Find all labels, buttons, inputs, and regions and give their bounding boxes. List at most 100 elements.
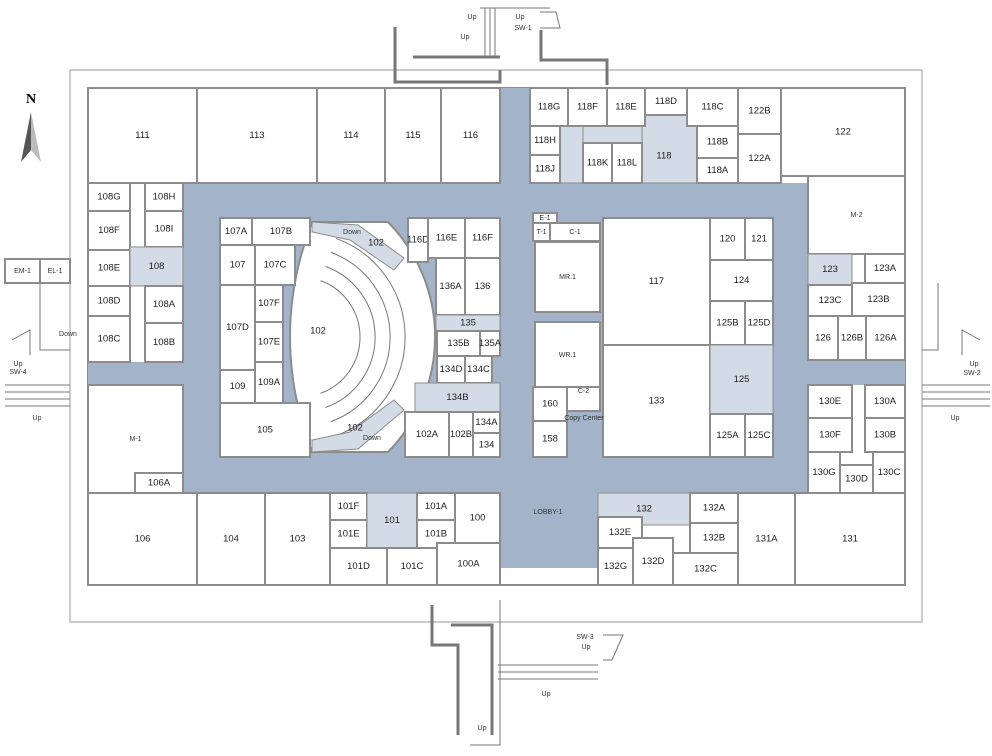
stair-sw1: SW-1 Up Up Up <box>393 7 609 85</box>
stair-sw4: SW-4 Up Up Down <box>5 283 77 422</box>
room-123b[interactable] <box>851 282 906 317</box>
room-label-132b: 132B <box>703 533 725 544</box>
room-label-108a: 108A <box>153 299 176 310</box>
room-136[interactable] <box>464 257 501 316</box>
room-108a[interactable] <box>144 285 184 324</box>
room-label-e-1: E-1 <box>540 215 551 222</box>
room-133[interactable] <box>602 344 711 458</box>
room-118l[interactable] <box>611 142 643 184</box>
room-el-1[interactable] <box>39 258 71 284</box>
stair-sw3: SW-3 Up Up Up <box>430 600 624 746</box>
room-102a[interactable] <box>404 411 450 458</box>
room-131[interactable] <box>794 492 906 586</box>
room-122[interactable] <box>780 87 906 177</box>
room-108h[interactable] <box>144 182 184 212</box>
room-105[interactable] <box>219 402 311 458</box>
room-107e[interactable] <box>254 321 284 363</box>
room-108c[interactable] <box>87 315 131 363</box>
room-label-160: 160 <box>542 399 558 410</box>
room-122a[interactable] <box>737 133 782 184</box>
room-label-113: 113 <box>249 130 264 141</box>
room-label-134a: 134A <box>475 417 498 428</box>
up-label: Up <box>461 34 470 41</box>
room-label-101e: 101E <box>337 529 359 540</box>
room-126[interactable] <box>807 315 839 361</box>
room-132g[interactable] <box>597 547 634 586</box>
room-120[interactable] <box>709 217 746 261</box>
room-label-130d: 130D <box>845 474 868 485</box>
room-c-2[interactable] <box>566 386 601 412</box>
room-134b[interactable] <box>414 382 501 413</box>
room-label-118l: 118L <box>617 158 637 169</box>
room-108[interactable] <box>129 246 184 287</box>
room-158[interactable] <box>532 420 568 458</box>
room-132b[interactable] <box>689 522 739 554</box>
stair-label-102-top: 102 <box>368 238 384 249</box>
room-101c[interactable] <box>386 547 438 586</box>
room-131a[interactable] <box>737 492 796 586</box>
room-118d[interactable] <box>644 87 688 116</box>
room-101d[interactable] <box>329 547 388 586</box>
room-wr-1[interactable] <box>534 321 601 389</box>
room-118j[interactable] <box>529 154 561 184</box>
room-109a[interactable] <box>254 361 284 404</box>
room-135b[interactable] <box>436 330 481 357</box>
room-125[interactable] <box>709 344 774 415</box>
room-label-118f: 118F <box>577 102 598 113</box>
room-134[interactable] <box>472 432 501 458</box>
room-136a[interactable] <box>435 257 466 316</box>
room-130f[interactable] <box>807 417 853 453</box>
room-label-107a: 107A <box>225 226 248 237</box>
room-label-125d: 125D <box>748 318 771 329</box>
room-125c[interactable] <box>744 413 774 458</box>
room-130e[interactable] <box>807 384 853 419</box>
room-123c[interactable] <box>807 284 853 317</box>
room-label-118j: 118J <box>535 164 555 175</box>
down-label: Down <box>343 229 361 236</box>
room-label-101c: 101C <box>401 561 424 572</box>
room-130a[interactable] <box>864 384 906 419</box>
room-121[interactable] <box>744 217 774 261</box>
room-label-109a: 109A <box>258 377 281 388</box>
room-107d[interactable] <box>219 284 256 371</box>
room-134c[interactable] <box>464 355 493 384</box>
room-107f[interactable] <box>254 284 284 323</box>
room-103[interactable] <box>264 492 331 586</box>
room-116e[interactable] <box>427 217 466 259</box>
theater-102: 102 102 Down 102 Down <box>289 221 437 453</box>
room-132c[interactable] <box>672 552 739 586</box>
room-124[interactable] <box>709 259 774 302</box>
room-108d[interactable] <box>87 285 131 317</box>
room-label-123c: 123C <box>819 295 842 306</box>
room-125d[interactable] <box>744 300 774 346</box>
room-106[interactable] <box>87 492 198 586</box>
room-118f[interactable] <box>567 87 608 127</box>
room-116f[interactable] <box>464 217 501 259</box>
room-label-108i: 108I <box>155 224 174 235</box>
room-100a[interactable] <box>436 542 501 586</box>
room-118e[interactable] <box>606 87 646 127</box>
room-mr-1[interactable] <box>534 241 601 313</box>
room-label-132a: 132A <box>703 503 726 514</box>
room-114[interactable] <box>316 87 386 184</box>
room-label-114: 114 <box>343 130 358 141</box>
room-label-108f: 108F <box>98 225 120 236</box>
room-123[interactable] <box>807 253 853 286</box>
room-107c[interactable] <box>254 244 296 286</box>
room-label-117: 117 <box>649 276 664 287</box>
up-label: Up <box>468 14 477 21</box>
up-label: Up <box>582 644 591 651</box>
room-label-133: 133 <box>649 396 665 407</box>
room-116[interactable] <box>440 87 501 184</box>
room-118k[interactable] <box>582 142 613 184</box>
room-115[interactable] <box>384 87 442 184</box>
room-125a[interactable] <box>709 413 746 458</box>
room-108b[interactable] <box>144 322 184 363</box>
room-126a[interactable] <box>865 315 906 361</box>
room-118a[interactable] <box>696 157 739 184</box>
room-104[interactable] <box>196 492 266 586</box>
room-label-c-2: C-2 <box>578 388 589 395</box>
room-101a[interactable] <box>416 492 456 521</box>
room-m-2[interactable] <box>807 175 906 255</box>
